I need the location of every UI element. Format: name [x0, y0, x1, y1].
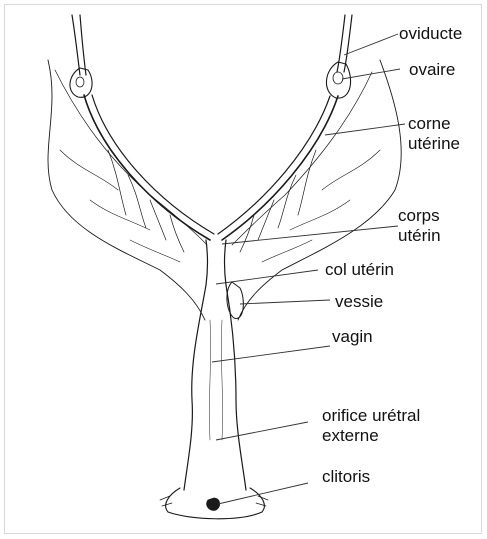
- leader-vagin: [212, 346, 330, 362]
- label-vessie: vessie: [335, 292, 383, 312]
- label-corps-line1: corps: [398, 206, 441, 226]
- vagina-wall-right: [226, 285, 246, 490]
- leader-oviducte: [344, 34, 398, 55]
- leader-vessie: [240, 300, 330, 304]
- uterine-horn-left: [84, 95, 210, 240]
- clitoris-mark: [207, 498, 220, 510]
- ovary-right: [326, 62, 350, 98]
- label-clitoris: clitoris: [322, 467, 370, 487]
- leader-corne: [325, 124, 405, 135]
- broad-ligament-right: [238, 60, 401, 320]
- label-corne-line2: utérine: [408, 134, 460, 154]
- broad-ligament-left-inner: [55, 70, 207, 245]
- ovary-left: [70, 68, 92, 97]
- label-oviducte: oviducte: [399, 24, 462, 44]
- label-ovaire: ovaire: [409, 60, 455, 80]
- label-vagin: vagin: [332, 327, 373, 347]
- label-corne-uterine: corne utérine: [408, 114, 460, 154]
- leader-orifice: [216, 422, 308, 440]
- label-corps-line2: utérin: [398, 226, 441, 246]
- label-col-uterin: col utérin: [325, 260, 394, 280]
- label-corps-uterin: corps utérin: [398, 206, 441, 246]
- broad-ligament-left: [48, 60, 205, 320]
- label-orifice-line1: orifice urétral: [322, 406, 420, 426]
- label-orifice-line2: externe: [322, 426, 420, 446]
- label-orifice-uretral: orifice urétral externe: [322, 406, 420, 446]
- uterine-body: [206, 240, 226, 285]
- label-corne-line1: corne: [408, 114, 460, 134]
- oviduct-left: [72, 15, 80, 75]
- leader-ovaire: [342, 69, 400, 79]
